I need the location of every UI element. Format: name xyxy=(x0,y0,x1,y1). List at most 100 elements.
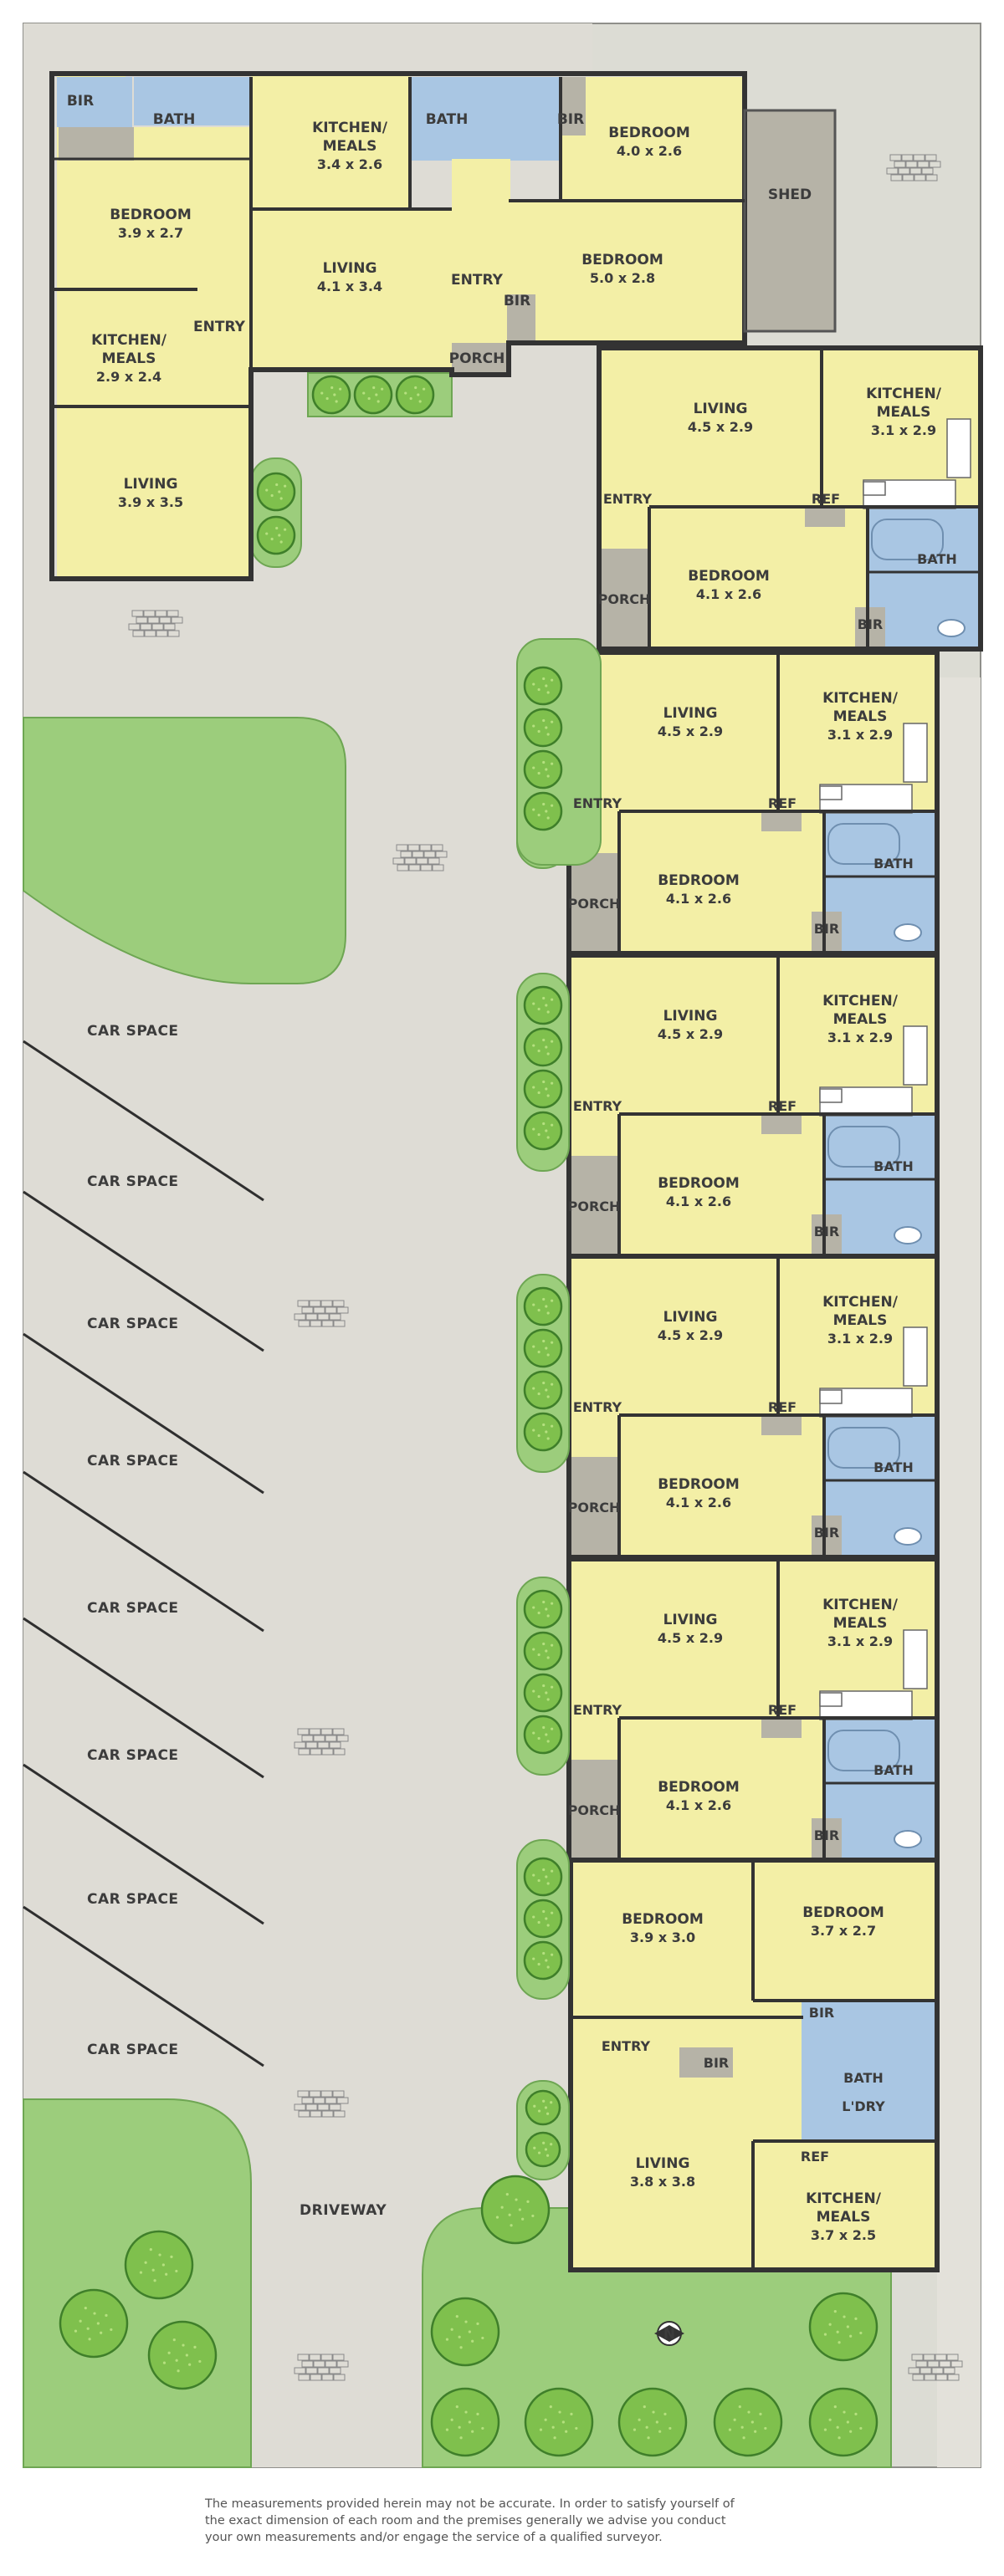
tree-texture-dot xyxy=(532,1915,535,1919)
tree-texture-dot xyxy=(532,1689,535,1693)
tree-texture-dot xyxy=(550,2143,553,2146)
room-label-shed: SHED xyxy=(768,187,812,203)
tree-texture-dot xyxy=(537,2151,541,2154)
tree-texture-dot xyxy=(546,1353,550,1357)
room-label-laundry: L'DRY xyxy=(842,2098,885,2114)
room-dimensions: 3.8 x 3.8 xyxy=(630,2174,695,2190)
tree-texture-dot xyxy=(339,387,342,391)
tree-texture-dot xyxy=(849,2430,853,2433)
tree-texture-dot xyxy=(531,2214,535,2218)
tree-icon xyxy=(430,2387,500,2457)
shrub-icon xyxy=(353,375,393,415)
room-label-bath: BATH xyxy=(873,1158,914,1174)
tree-texture-dot xyxy=(459,2346,463,2349)
room-label-bir2: BIR xyxy=(504,293,530,309)
tree-texture-dot xyxy=(532,1648,535,1651)
room-label-kitchen: KITCHEN/ xyxy=(866,386,942,402)
tree-texture-dot xyxy=(284,528,287,531)
tree-texture-dot xyxy=(545,768,548,771)
tree-texture-dot xyxy=(575,2426,578,2430)
tree-texture-dot xyxy=(320,391,324,395)
tree-texture-dot xyxy=(537,687,540,692)
tree-texture-dot xyxy=(545,1087,548,1091)
tree-texture-dot xyxy=(481,2426,484,2430)
tree-texture-dot xyxy=(542,1642,546,1646)
tree-texture-dot xyxy=(161,2263,165,2267)
room-fill xyxy=(57,406,249,579)
tree-texture-dot xyxy=(546,1740,550,1743)
room-dimensions: 3.7 x 2.7 xyxy=(811,1923,876,1939)
room-dimensions: 4.5 x 2.9 xyxy=(658,1327,723,1343)
room-label-living: LIVING xyxy=(636,2155,690,2172)
tree-texture-dot xyxy=(546,1965,550,1969)
tree-texture-dot xyxy=(546,1010,550,1014)
tree-texture-dot xyxy=(546,2112,550,2115)
shed-wall xyxy=(743,109,837,333)
shrub-icon xyxy=(523,1899,563,1939)
shrub-icon xyxy=(523,1111,563,1151)
tree-texture-dot xyxy=(455,2405,458,2409)
room-label-bir: BIR xyxy=(809,2005,834,2021)
room-dimensions: 4.5 x 2.9 xyxy=(658,1630,723,1646)
tree-texture-dot xyxy=(537,771,540,775)
car-space-label: CAR SPACE xyxy=(87,2042,179,2058)
tree-texture-dot xyxy=(532,1303,535,1306)
tree-texture-dot xyxy=(445,2338,449,2341)
tree-texture-dot xyxy=(279,497,283,500)
paving-symbol xyxy=(294,1728,349,1756)
disclaimer-line: your own measurements and/or engage the … xyxy=(205,2531,663,2544)
bir-fill xyxy=(812,1214,842,1255)
tree-icon xyxy=(524,2387,594,2457)
room-label-porch: PORCH xyxy=(568,1500,621,1515)
tree-texture-dot xyxy=(151,2268,155,2272)
tree-texture-dot xyxy=(546,1395,550,1398)
paving-symbol xyxy=(392,844,448,871)
tree-texture-dot xyxy=(409,396,412,401)
room-label-kitchen: KITCHEN/ xyxy=(822,1597,899,1613)
room-label-living: LIVING xyxy=(663,1008,718,1025)
tree-texture-dot xyxy=(742,2436,745,2440)
room-fill xyxy=(57,77,132,127)
room-label-bedroom: BEDROOM xyxy=(688,568,770,585)
tree-texture-dot xyxy=(545,1388,548,1392)
room-label-porch: PORCH xyxy=(568,896,621,912)
tree-texture-dot xyxy=(740,2425,744,2429)
tree-texture-dot xyxy=(546,816,550,820)
tree-texture-dot xyxy=(542,1381,546,1385)
fridge-space xyxy=(761,1114,802,1134)
tree-texture-dot xyxy=(838,2436,841,2440)
tree-texture-dot xyxy=(754,2430,757,2433)
shrub-icon xyxy=(523,1412,563,1452)
car-space-line xyxy=(23,1617,264,1779)
room-dimensions: 4.1 x 2.6 xyxy=(666,1193,731,1209)
car-space-line xyxy=(23,1040,264,1202)
porch-fill xyxy=(569,1760,619,1860)
tree-texture-dot xyxy=(859,2426,863,2430)
room-label-kitchen: MEALS xyxy=(877,404,931,421)
tree-texture-dot xyxy=(423,387,426,391)
tree-texture-dot xyxy=(551,1911,554,1914)
tree-texture-dot xyxy=(764,2426,767,2430)
tree-texture-dot xyxy=(505,2193,509,2196)
tree-texture-dot xyxy=(823,2428,827,2431)
tree-texture-dot xyxy=(537,1434,540,1438)
toilet-icon xyxy=(894,1226,922,1245)
room-label-bir: BIR xyxy=(67,93,94,110)
tree-texture-dot xyxy=(508,2213,511,2216)
tree-texture-dot xyxy=(518,2208,521,2211)
tree-texture-dot xyxy=(86,2327,90,2330)
tree-texture-dot xyxy=(546,691,550,694)
bathtub-icon xyxy=(827,823,900,865)
room-label-porch: PORCH xyxy=(598,591,651,607)
tree-texture-dot xyxy=(96,2322,100,2325)
room-fill xyxy=(59,127,134,161)
room-dimensions: 3.9 x 2.7 xyxy=(118,225,183,241)
room-label-kitchen2: MEALS xyxy=(102,350,156,367)
shrub-icon xyxy=(523,1286,563,1326)
room-label-bir: BIR xyxy=(814,1224,839,1239)
tree-texture-dot xyxy=(537,1392,540,1396)
tree-texture-dot xyxy=(545,726,548,729)
tree-texture-dot xyxy=(551,1685,554,1689)
tree-texture-dot xyxy=(270,493,274,498)
